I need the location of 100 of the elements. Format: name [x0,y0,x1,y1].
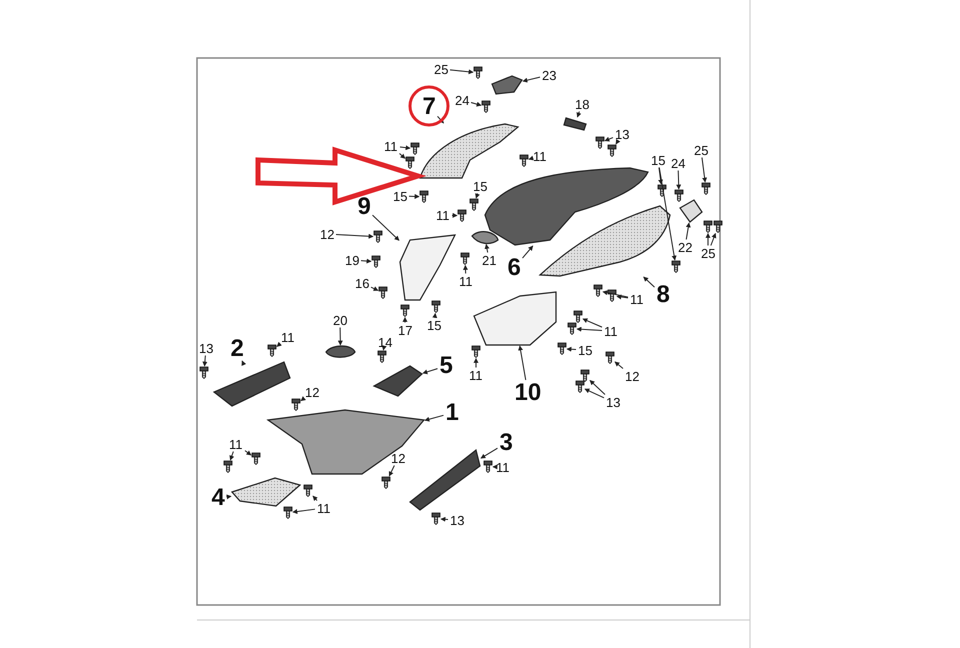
part-drawing [325,345,356,358]
callout-number: 5 [438,354,454,378]
callout-number: 15 [472,180,488,192]
screw-icon [374,230,382,244]
screw-icon [406,156,414,170]
screw-icon [704,220,712,234]
callout-number: 6 [506,256,522,280]
leader-line [437,116,444,124]
screw-icon [460,252,470,266]
leader-line [522,246,534,259]
leader-line [336,234,374,239]
leader-line [676,170,682,190]
screw-icon [608,144,616,158]
screw-icon [252,452,260,466]
callout-number: 11 [316,502,332,514]
leader-line [686,222,691,240]
leader-line [701,157,708,183]
callout-number: 4 [210,486,226,510]
callout-number: 20 [332,314,348,326]
callout-number: 19 [344,254,360,266]
leader-line [658,167,664,185]
leader-line [602,290,628,298]
screw-icon [606,352,614,364]
screw-icon [304,484,312,498]
screw-icon [568,322,576,336]
callout-number: 15 [392,190,408,202]
screw-icon [482,100,490,114]
leader-line [402,316,408,323]
leader-line [604,136,614,142]
screw-icon [520,154,528,168]
callout-number: 25 [700,246,716,260]
part-drawing [419,123,519,179]
callout-number: 23 [541,68,558,82]
part-drawing [372,365,423,397]
leader-line [408,194,420,199]
part-drawing [491,75,523,95]
leader-line [276,342,282,347]
callout-number: 12 [304,386,320,398]
part-drawing [409,448,481,511]
callout-number: 8 [656,283,671,307]
leader-line [576,111,582,118]
callout-number: 11 [532,150,548,162]
screw-icon [400,304,410,318]
leader-line [422,368,438,374]
leader-line [242,360,246,366]
leader-line [202,355,208,367]
leader-line [400,145,411,150]
part-drawing [471,231,499,244]
screw-icon [714,220,722,234]
part-drawing [266,409,426,475]
leader-line [528,156,534,160]
leader-line [388,465,395,477]
callout-number: 13 [198,342,214,354]
callout-number: 17 [397,324,414,336]
callout-number: 24 [454,94,470,106]
leader-line [658,167,677,261]
screw-icon [558,342,566,356]
callout-number: 13 [605,396,622,408]
leader-line [480,448,498,459]
screw-icon [420,190,428,204]
leader-line [452,212,458,218]
callout-number: 11 [629,292,644,306]
screw-icon [378,350,386,364]
screw-icon [594,284,602,298]
callout-number: 14 [377,336,394,348]
screw-icon [284,506,292,520]
callout-number: 11 [468,368,484,382]
callout-number: 13 [614,128,630,140]
callout-number: 9 [356,195,372,219]
leader-line [614,361,624,370]
callout-number: 10 [514,381,542,405]
leader-line [474,358,478,368]
screw-icon [474,66,482,80]
screw-icon [702,182,710,196]
screw-icon [574,310,582,324]
callout-number: 11 [228,438,244,450]
callout-number: 21 [481,254,498,266]
leader-line [484,244,490,253]
callout-number: 22 [677,240,694,254]
leader-line [229,451,234,461]
leader-line [522,76,540,83]
screw-icon [382,476,390,490]
callout-number: 11 [458,274,474,288]
part-drawing [399,234,456,301]
callout-number: 24 [670,156,686,170]
leader-line [470,102,482,107]
screw-icon [472,346,480,358]
part-drawing [212,361,291,407]
callout-number: 25 [693,144,710,156]
leader-line [370,286,379,291]
leader-line [616,138,620,145]
leader-line [440,516,448,522]
callout-number: 15 [426,318,442,332]
leader-line [399,153,406,159]
callout-number: 3 [498,431,514,455]
callout-number: 18 [574,98,590,110]
leader-line [300,396,306,402]
leader-line [312,496,318,502]
screw-icon [458,210,466,222]
callout-number: 11 [603,324,618,338]
